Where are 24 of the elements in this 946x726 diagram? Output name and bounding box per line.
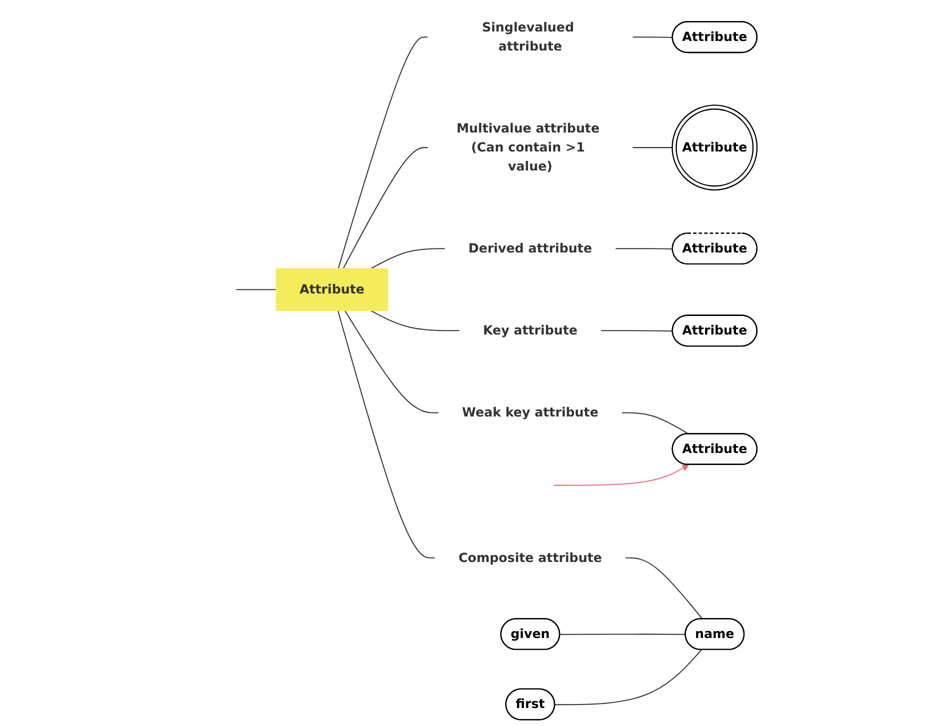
node-text: Multivalue attribute (Can contain >1 value) — [456, 120, 600, 174]
connector — [626, 557, 703, 620]
node-text: Key attribute — [482, 322, 578, 338]
connector — [371, 248, 445, 269]
node-text: Weak key attribute — [462, 404, 598, 420]
node-text: Singlevalued attribute — [482, 20, 574, 54]
arrow — [554, 464, 690, 486]
connector — [632, 147, 672, 148]
connector — [236, 289, 276, 290]
connector — [601, 330, 673, 332]
connector — [554, 650, 702, 706]
connector — [344, 310, 438, 414]
connector — [632, 36, 673, 38]
connector — [560, 634, 686, 635]
connector — [338, 310, 435, 558]
node-text: Composite attribute — [458, 550, 602, 566]
connector — [342, 147, 428, 269]
node-text: Derived attribute — [468, 240, 592, 256]
connector — [616, 248, 673, 250]
connector — [622, 412, 689, 434]
node-circle: Attribute — [672, 104, 758, 191]
node-box: Attribute — [276, 268, 388, 311]
connector — [338, 36, 428, 268]
connector — [371, 310, 460, 332]
